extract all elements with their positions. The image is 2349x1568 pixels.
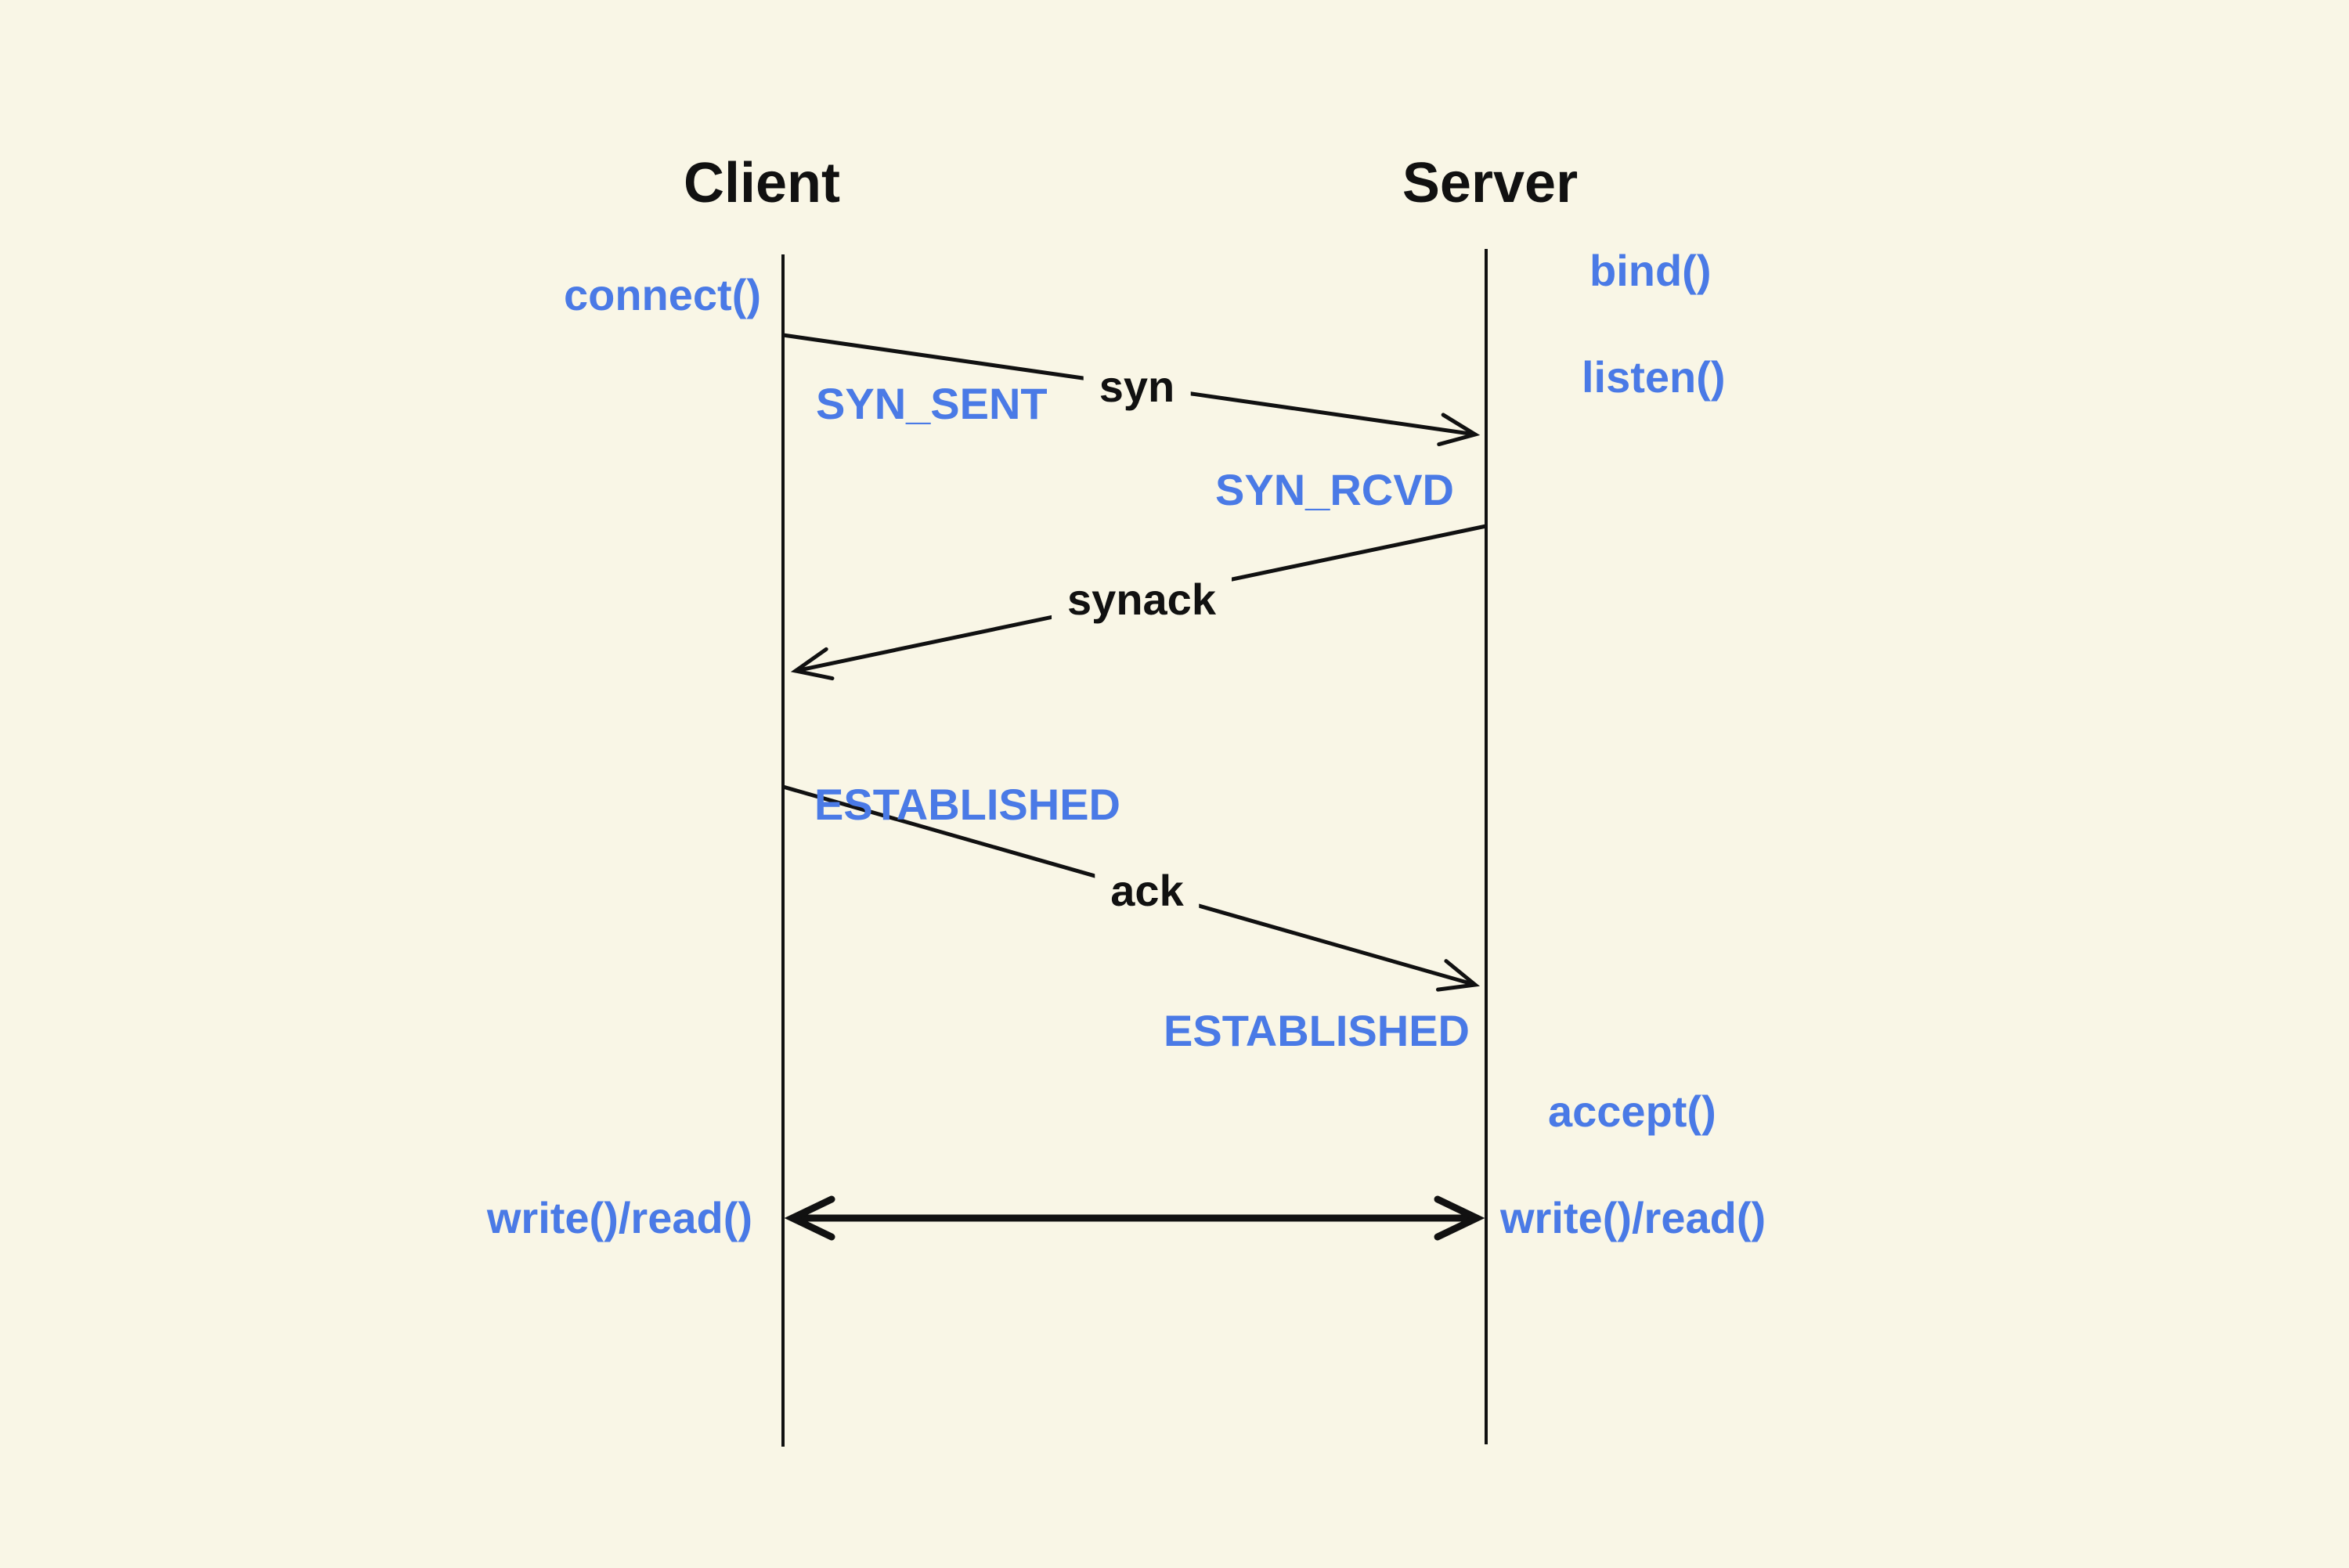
client-write-read-call-label: write()/read() <box>486 1193 752 1242</box>
server-accept-call-label: accept() <box>1548 1087 1716 1136</box>
server-listen-call-label: listen() <box>1582 352 1726 402</box>
server-title: Server <box>1402 152 1579 214</box>
client-title: Client <box>683 152 841 214</box>
client-syn-sent-state-label: SYN_SENT <box>816 379 1048 428</box>
server-established-state-label: ESTABLISHED <box>1164 1006 1470 1055</box>
client-connect-call-label: connect() <box>564 270 761 319</box>
server-syn-rcvd-state-label: SYN_RCVD <box>1215 465 1454 514</box>
synack-message-label: synack <box>1052 576 1232 623</box>
client-established-state-label: ESTABLISHED <box>814 780 1120 829</box>
ack-message-label: ack <box>1095 867 1200 914</box>
syn-message-label: syn <box>1083 363 1191 410</box>
server-write-read-call-label: write()/read() <box>1500 1193 1766 1242</box>
server-bind-call-label: bind() <box>1589 246 1712 295</box>
